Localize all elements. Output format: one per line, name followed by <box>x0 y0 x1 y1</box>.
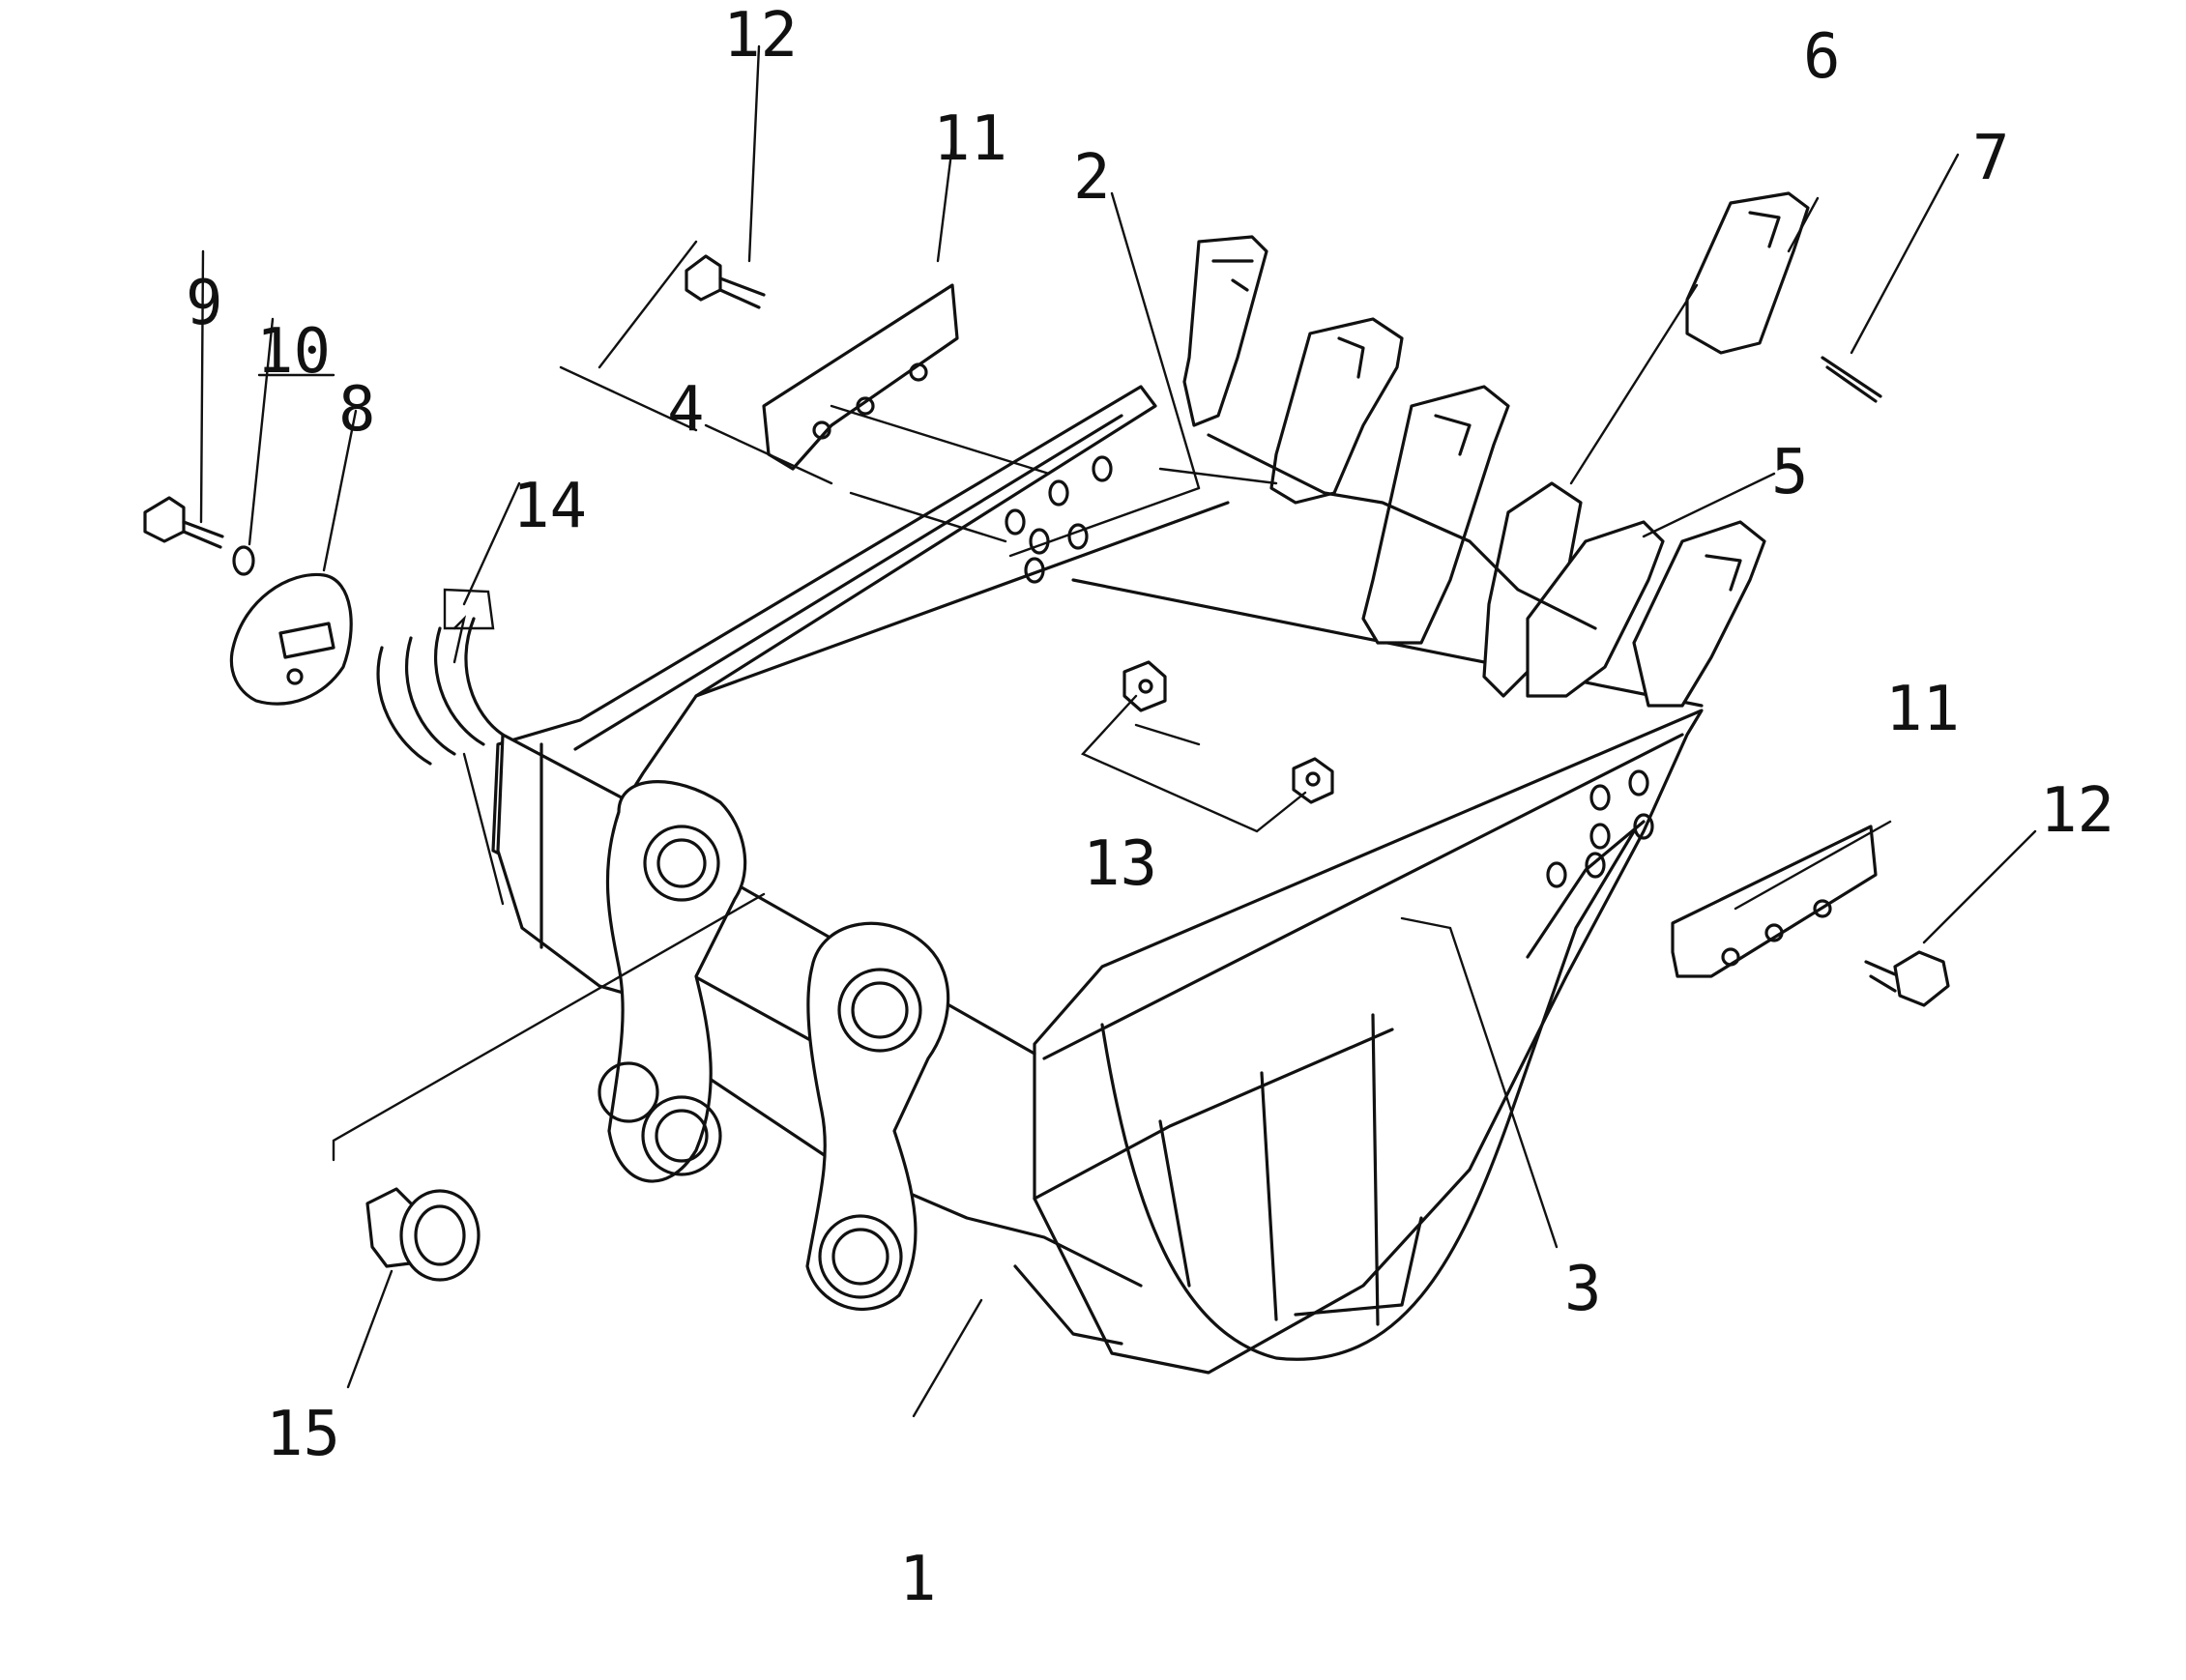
nuts-part-13 <box>1122 660 1334 804</box>
callout-7: 7 <box>1972 123 2010 194</box>
callout-11-right: 11 <box>1885 674 1960 745</box>
side-cutter-right <box>1671 825 1878 978</box>
bolt-part-9 <box>143 496 224 549</box>
callout-2: 2 <box>1073 142 1111 214</box>
callout-3: 3 <box>1564 1254 1602 1325</box>
bolt-holes <box>1005 455 1654 888</box>
bolt-upper-left <box>685 254 766 309</box>
callout-14: 14 <box>512 471 587 542</box>
callout-9: 9 <box>186 268 223 339</box>
callout-1: 1 <box>899 1544 937 1615</box>
callout-11-upper: 11 <box>933 103 1007 175</box>
pin-part-7 <box>1821 356 1882 403</box>
side-cutter-left <box>762 283 959 471</box>
boss-plates <box>598 780 950 1312</box>
bolt-lower-right <box>1864 950 1950 1007</box>
boss-part-15 <box>365 1187 481 1282</box>
leader-lines <box>199 44 2037 1418</box>
callout-12-right: 12 <box>2040 775 2114 847</box>
callout-12-upper: 12 <box>723 0 798 72</box>
callout-6: 6 <box>1803 21 1841 93</box>
callout-13: 13 <box>1083 828 1157 900</box>
callout-numbers: 1 2 3 4 5 6 7 8 9 10 11 11 12 12 13 14 1… <box>186 0 2114 1615</box>
callout-8: 8 <box>338 374 376 446</box>
plate-part-8 <box>229 572 353 706</box>
callout-5: 5 <box>1771 437 1809 508</box>
tooth-part-6 <box>1685 191 1810 355</box>
callout-15: 15 <box>266 1399 340 1470</box>
shims-part-14 <box>376 617 505 766</box>
callout-4: 4 <box>667 374 705 446</box>
callout-10: 10 <box>256 316 331 388</box>
bucket-body <box>491 385 1704 1375</box>
teeth <box>1182 235 1766 708</box>
washer-part-10 <box>232 545 255 576</box>
